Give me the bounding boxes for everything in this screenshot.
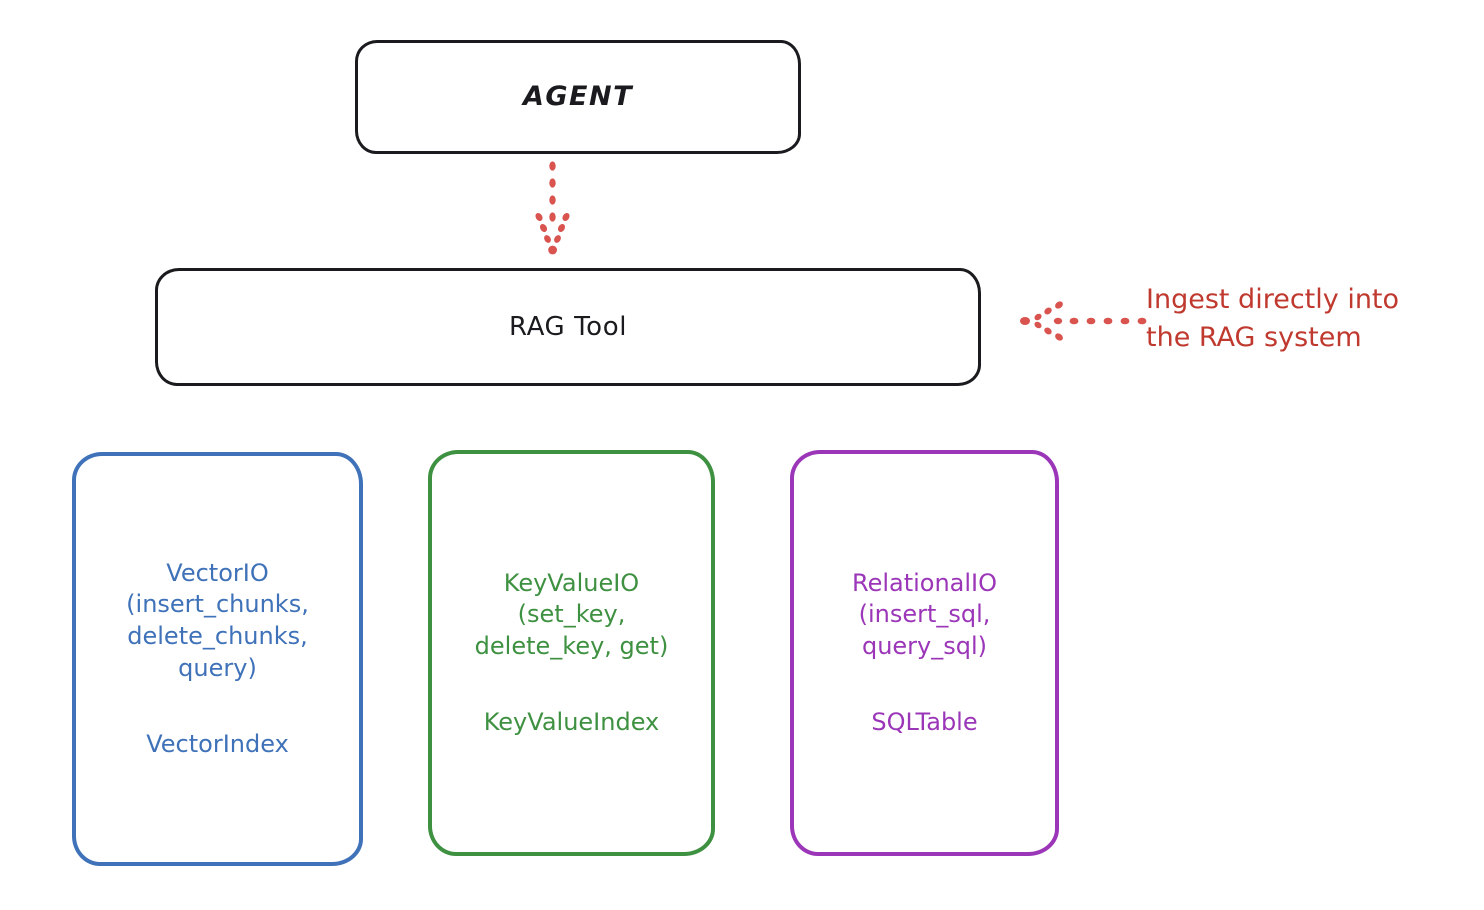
connector-agent-to-rag-tool [535, 161, 570, 255]
node-rag-tool-label: RAG Tool [508, 311, 628, 342]
node-agent[interactable]: AGENT [355, 40, 801, 154]
node-vector-io-title: VectorIO (insert_chunks, delete_chunks, … [126, 558, 309, 682]
node-vector-io-index: VectorIndex [146, 729, 289, 758]
node-relational-io-title: RelationalIO (insert_sql, query_sql) [851, 568, 998, 660]
node-relational-io-index: SQLTable [871, 707, 978, 736]
node-rag-tool[interactable]: RAG Tool [155, 268, 981, 386]
annotation-ingest-note: Ingest directly into the RAG system [1146, 284, 1400, 354]
connector-ingest-to-rag-tool [1020, 301, 1147, 341]
node-key-value-io-title: KeyValueIO (set_key, delete_key, get) [474, 568, 669, 660]
node-key-value-io[interactable]: KeyValueIO (set_key, delete_key, get) Ke… [428, 450, 715, 856]
node-vector-io[interactable]: VectorIO (insert_chunks, delete_chunks, … [72, 452, 363, 866]
node-agent-label: AGENT [522, 81, 633, 113]
node-key-value-io-index: KeyValueIndex [483, 707, 660, 736]
node-relational-io[interactable]: RelationalIO (insert_sql, query_sql) SQL… [790, 450, 1059, 856]
